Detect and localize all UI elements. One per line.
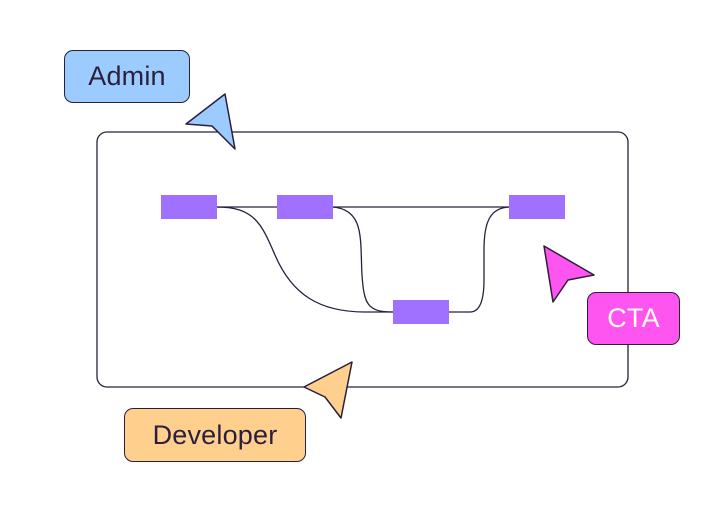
node-1[interactable] xyxy=(161,195,217,219)
edge-node-1-node-4 xyxy=(216,206,393,313)
cta-label: CTA xyxy=(587,292,680,345)
developer-cursor-icon xyxy=(303,361,353,419)
node-4[interactable] xyxy=(393,300,449,324)
developer-label: Developer xyxy=(124,408,306,462)
node-3[interactable] xyxy=(509,195,565,219)
edges xyxy=(216,206,510,313)
admin-cursor-icon xyxy=(185,93,236,150)
edge-node-2-node-4 xyxy=(332,206,394,313)
cta-cursor-icon xyxy=(543,245,595,303)
node-2[interactable] xyxy=(277,195,333,219)
edge-node-4-node-3 xyxy=(449,206,510,313)
admin-label: Admin xyxy=(64,50,190,103)
diagram-frame xyxy=(96,131,629,388)
